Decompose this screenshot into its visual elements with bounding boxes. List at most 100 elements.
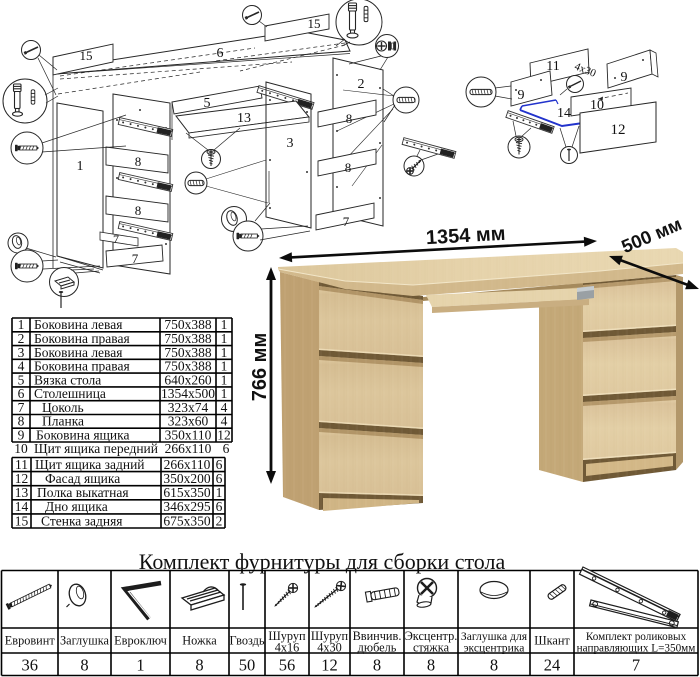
svg-text:750x388: 750x388: [164, 331, 212, 346]
svg-text:24: 24: [544, 656, 561, 675]
svg-text:Цоколь: Цоколь: [42, 400, 84, 415]
svg-text:346x295: 346x295: [163, 499, 211, 514]
svg-text:4: 4: [221, 414, 228, 429]
svg-text:стяжка: стяжка: [413, 641, 450, 655]
svg-text:6: 6: [216, 471, 223, 486]
svg-text:5: 5: [18, 372, 25, 387]
svg-text:1: 1: [221, 359, 228, 374]
svg-text:Эксцентр.: Эксцентр.: [405, 629, 458, 643]
svg-text:8: 8: [135, 154, 142, 169]
svg-text:Столешница: Столешница: [34, 386, 106, 401]
svg-text:Евровинт: Евровинт: [5, 634, 56, 648]
svg-text:8: 8: [195, 656, 203, 675]
svg-text:1: 1: [221, 386, 228, 401]
svg-text:12: 12: [321, 656, 338, 675]
svg-text:8: 8: [80, 656, 88, 675]
svg-text:Комплект роликовых: Комплект роликовых: [586, 631, 687, 643]
svg-text:Фасад ящика: Фасад ящика: [45, 471, 120, 486]
svg-text:750x388: 750x388: [164, 317, 212, 332]
svg-text:266x110: 266x110: [165, 441, 212, 456]
svg-text:615x350: 615x350: [163, 485, 211, 500]
svg-text:Гвоздь: Гвоздь: [229, 634, 264, 648]
svg-text:7: 7: [18, 400, 25, 415]
svg-text:Полка выкатная: Полка выкатная: [37, 485, 129, 500]
svg-text:4: 4: [221, 400, 228, 415]
svg-text:8: 8: [18, 414, 25, 429]
svg-text:дюбель: дюбель: [358, 641, 397, 655]
svg-text:Боковина левая: Боковина левая: [34, 345, 122, 360]
svg-text:3: 3: [18, 345, 25, 360]
svg-text:2: 2: [358, 77, 365, 92]
svg-text:14: 14: [557, 106, 571, 121]
svg-text:1: 1: [18, 317, 25, 332]
svg-text:1: 1: [221, 331, 228, 346]
svg-text:10: 10: [590, 98, 604, 113]
svg-text:1: 1: [77, 159, 84, 174]
svg-text:3: 3: [287, 136, 294, 151]
svg-text:1354x500: 1354x500: [161, 386, 215, 401]
svg-text:323x74: 323x74: [168, 400, 209, 415]
svg-text:13: 13: [237, 111, 251, 126]
svg-text:4x16: 4x16: [275, 641, 300, 655]
svg-text:Ножка: Ножка: [182, 634, 217, 648]
svg-text:11: 11: [546, 59, 559, 74]
svg-text:6: 6: [223, 441, 230, 456]
svg-text:12: 12: [217, 427, 231, 442]
svg-text:Боковина левая: Боковина левая: [34, 317, 122, 332]
svg-text:Щит ящика передний: Щит ящика передний: [34, 441, 158, 456]
svg-text:Боковина правая: Боковина правая: [34, 359, 130, 374]
svg-text:12: 12: [15, 471, 29, 486]
svg-text:15: 15: [308, 16, 321, 31]
svg-text:15: 15: [15, 513, 29, 528]
svg-text:10: 10: [14, 441, 28, 456]
svg-text:Боковина правая: Боковина правая: [34, 331, 130, 346]
svg-text:9: 9: [621, 70, 628, 85]
svg-text:Шуруп: Шуруп: [311, 629, 349, 643]
svg-text:1: 1: [136, 656, 144, 675]
svg-text:4: 4: [18, 359, 25, 374]
svg-text:1: 1: [221, 345, 228, 360]
svg-text:Шуруп: Шуруп: [268, 629, 306, 643]
svg-text:323x60: 323x60: [168, 414, 209, 429]
svg-text:8: 8: [490, 656, 498, 675]
svg-text:7: 7: [343, 214, 350, 229]
svg-text:14: 14: [15, 499, 29, 514]
svg-text:9: 9: [18, 427, 25, 442]
svg-text:750x388: 750x388: [164, 359, 212, 374]
svg-text:1354 мм: 1354 мм: [425, 223, 506, 249]
svg-text:7: 7: [113, 232, 119, 246]
svg-text:9: 9: [518, 88, 525, 103]
svg-text:11: 11: [15, 457, 28, 472]
svg-text:7: 7: [632, 656, 640, 675]
svg-text:Заглушка для: Заглушка для: [461, 630, 528, 643]
svg-text:Боковина ящика: Боковина ящика: [36, 427, 130, 442]
svg-text:Дно ящика: Дно ящика: [45, 499, 108, 514]
svg-text:Заглушка: Заглушка: [60, 634, 110, 648]
svg-text:Щит ящика задний: Щит ящика задний: [35, 457, 145, 472]
svg-text:1: 1: [216, 485, 223, 500]
svg-text:5: 5: [204, 96, 211, 111]
svg-text:7: 7: [132, 251, 139, 266]
svg-text:Вязка стола: Вязка стола: [34, 372, 101, 387]
svg-text:Евроключ: Евроключ: [114, 634, 167, 648]
svg-text:766 мм: 766 мм: [249, 333, 271, 402]
svg-text:1: 1: [221, 372, 228, 387]
svg-text:1: 1: [221, 317, 228, 332]
svg-text:50: 50: [239, 656, 256, 675]
svg-text:350x200: 350x200: [163, 471, 211, 486]
svg-text:6: 6: [18, 386, 25, 401]
svg-text:640x260: 640x260: [164, 372, 212, 387]
svg-text:4x30: 4x30: [317, 641, 342, 655]
svg-text:Шкант: Шкант: [534, 634, 570, 648]
svg-text:направляющих L=350мм: направляющих L=350мм: [577, 643, 696, 655]
svg-text:8: 8: [427, 656, 435, 675]
svg-text:Стенка задняя: Стенка задняя: [41, 513, 123, 528]
svg-text:8: 8: [373, 656, 381, 675]
svg-text:36: 36: [22, 656, 39, 675]
svg-text:Планка: Планка: [42, 414, 84, 429]
svg-text:266x110: 266x110: [164, 457, 211, 472]
svg-text:15: 15: [80, 48, 93, 63]
svg-text:6: 6: [216, 457, 223, 472]
svg-text:Ввинчив.: Ввинчив.: [353, 629, 402, 643]
svg-text:675x350: 675x350: [163, 513, 211, 528]
